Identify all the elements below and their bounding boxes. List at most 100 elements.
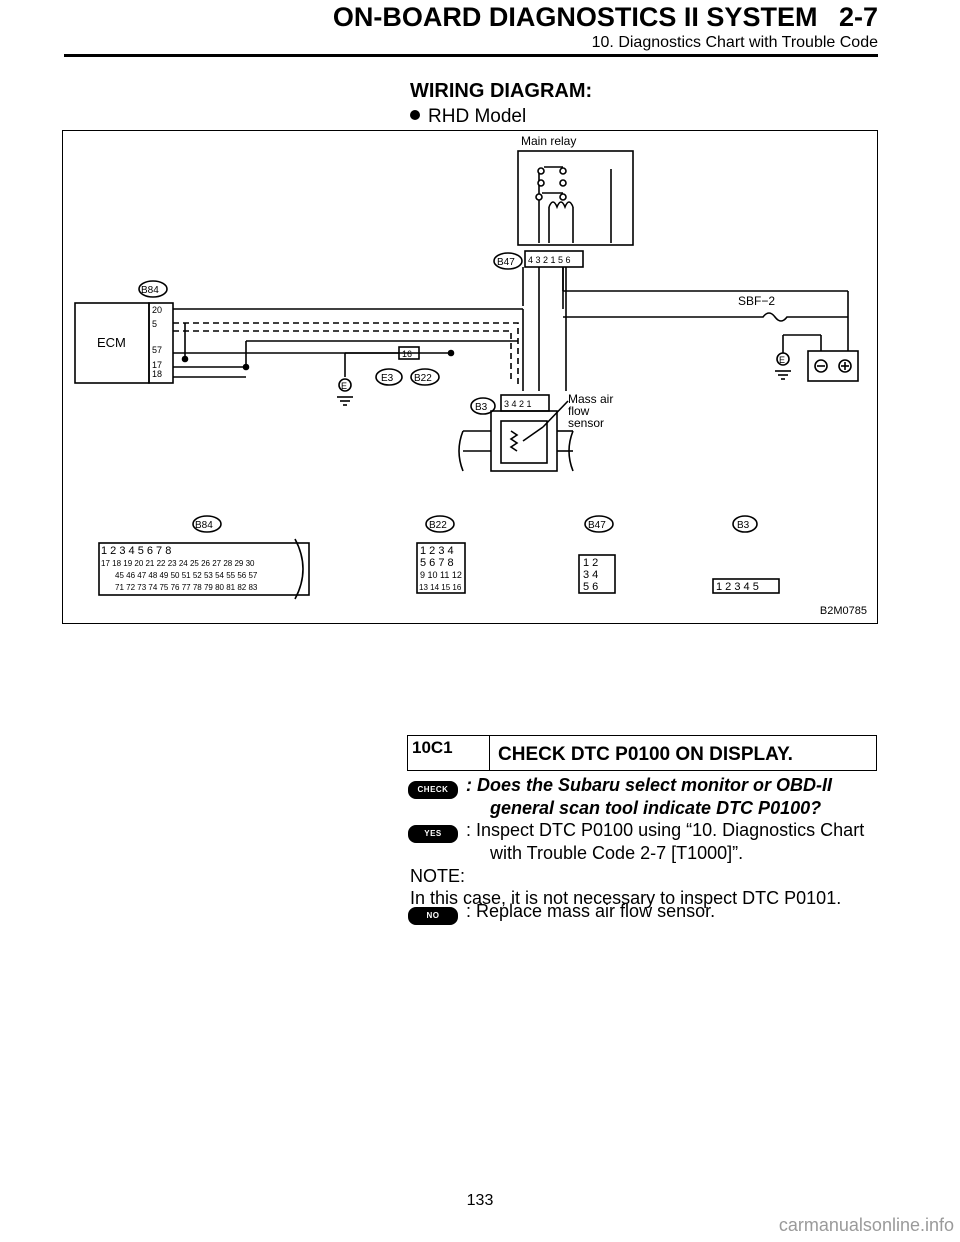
bottom-tag-b84 [192, 515, 222, 533]
duct-left [458, 430, 464, 472]
battery [807, 350, 859, 382]
connector-tag-e3-label: E3 [381, 373, 394, 384]
b22-pin-16: 16 [402, 349, 412, 359]
fuse-symbol [739, 312, 848, 322]
ecm-pin-17: 17 [152, 360, 162, 370]
b22-connector-face [416, 542, 466, 594]
b47-connector-body [524, 250, 584, 268]
relay-contact [559, 193, 567, 201]
maf-label-2: flow [568, 404, 590, 418]
shield-wire [173, 330, 512, 381]
battery-minus-icon [814, 359, 828, 373]
step-header: 10C1 CHECK DTC P0100 ON DISPLAY. [407, 735, 877, 771]
ecm-pin-57: 57 [152, 345, 162, 355]
b84-connector-latch [294, 538, 304, 600]
note-label: NOTE: [410, 866, 466, 886]
relay-contact [535, 193, 543, 201]
battery-plus-icon [838, 359, 852, 373]
check-badge-icon: CHECK [408, 781, 458, 799]
yes-action-line1: : Inspect DTC P0100 using “10. Diagnosti… [466, 820, 865, 840]
relay-coil [548, 201, 574, 210]
b47-pin-labels: 4 3 2 1 5 6 [528, 255, 571, 265]
ecm-pin-20: 20 [152, 305, 162, 315]
relay-contact [537, 167, 545, 175]
check-question-line1: : Does the Subaru select monitor or OBD-… [466, 775, 833, 795]
bottom-tag-b47-label: B47 [588, 520, 606, 531]
note-text: In this case, it is not necessary to ins… [410, 888, 842, 908]
b47-row2: 3 4 [583, 569, 598, 581]
maf-arrow [522, 426, 544, 442]
connector-tag-b3-label: B3 [475, 402, 488, 413]
splice [181, 355, 189, 363]
b84-row2: 17 18 19 20 21 22 23 24 25 26 27 28 29 3… [101, 559, 255, 568]
b22-row4: 13 14 15 16 [419, 583, 462, 592]
main-relay-label: Main relay [521, 134, 576, 148]
bottom-tag-b3-label: B3 [737, 520, 750, 531]
check-question-line2: general scan tool indicate DTC P0100? [490, 798, 822, 818]
main-relay-box [517, 150, 634, 246]
b22-row3: 9 10 11 12 [420, 570, 462, 580]
connector-tag-b22-label: B22 [414, 373, 432, 384]
b47-row1: 1 2 [583, 557, 598, 569]
step-number: 10C1 [408, 736, 490, 770]
connector-tag-b47 [493, 252, 523, 270]
b3-connector-face [712, 578, 780, 594]
page-number: 133 [466, 1192, 494, 1209]
no-action: : Replace mass air flow sensor. [466, 901, 716, 921]
yes-action-line2: with Trouble Code 2-7 [T1000]”. [490, 843, 744, 863]
maf-label-3: sensor [568, 416, 604, 430]
ecm-pin-18: 18 [152, 369, 162, 379]
b84-row4: 71 72 73 74 75 76 77 78 79 80 81 82 83 [115, 583, 258, 592]
bottom-tag-b84-label: B84 [195, 520, 213, 531]
bottom-tag-b3 [732, 515, 758, 533]
watermark: carmanualsonline.info [778, 1215, 954, 1235]
ecm-label: ECM [97, 335, 126, 350]
connector-tag-e3 [375, 368, 403, 386]
bullet-icon [410, 110, 420, 120]
connector-tag-b84 [138, 280, 168, 298]
ground-label: E [341, 381, 347, 391]
yes-action: : Inspect DTC P0100 using “10. Diagnosti… [466, 819, 886, 865]
b3-row1: 1 2 3 4 5 [716, 581, 759, 593]
b84-connector-face [98, 542, 310, 596]
no-badge-icon: NO [408, 907, 458, 925]
b22-row2: 5 6 7 8 [420, 557, 454, 569]
bottom-tag-b22 [425, 515, 455, 533]
ecm-pin-5: 5 [152, 319, 157, 329]
connector-tag-b3 [470, 397, 496, 415]
wiring-diagram: Main relay B47 4 3 2 1 5 6 B84 ECM 2 [62, 130, 878, 624]
header-rule [64, 54, 878, 57]
bottom-tag-b47 [584, 515, 614, 533]
wiring-diagram-heading: WIRING DIAGRAM: [410, 80, 593, 102]
sbf-label: SBF−2 [738, 294, 775, 308]
maf-resistor [509, 430, 519, 452]
ground-circle [338, 378, 352, 392]
yes-badge-icon: YES [408, 825, 458, 843]
b22-row1: 1 2 3 4 [420, 545, 454, 557]
check-question: : Does the Subaru select monitor or OBD-… [466, 774, 886, 820]
relay-contact [559, 167, 567, 175]
maf-sensor-inner [500, 420, 548, 464]
ground-circle [776, 352, 790, 366]
connector-tag-b84-label: B84 [141, 285, 159, 296]
b47-row3: 5 6 [583, 581, 598, 593]
shield-wire [173, 322, 519, 386]
relay-contact [537, 179, 545, 187]
maf-leader [542, 400, 569, 428]
connector-tag-b47-label: B47 [497, 257, 515, 268]
header-title-row: ON-BOARD DIAGNOSTICS II SYSTEM 2-7 [333, 2, 878, 33]
figure-id: B2M0785 [819, 605, 867, 617]
header-title: ON-BOARD DIAGNOSTICS II SYSTEM [332, 2, 818, 32]
ecm-connector [148, 302, 174, 384]
model-text: RHD Model [428, 106, 527, 127]
b84-row1: 1 2 3 4 5 6 7 8 [101, 545, 171, 557]
wiring-diagram-svg: Main relay B47 4 3 2 1 5 6 B84 ECM 2 [74, 134, 859, 600]
splice [447, 349, 455, 357]
b47-connector-face [578, 554, 616, 594]
connector-tag-b22 [410, 368, 440, 386]
relay-contact [559, 179, 567, 187]
header-subtitle: 10. Diagnostics Chart with Trouble Code [591, 34, 878, 51]
b84-row3: 45 46 47 48 49 50 51 52 53 54 55 56 57 [115, 571, 258, 580]
model-label: RHD Model [410, 106, 526, 128]
step-title: CHECK DTC P0100 ON DISPLAY. [498, 744, 793, 765]
